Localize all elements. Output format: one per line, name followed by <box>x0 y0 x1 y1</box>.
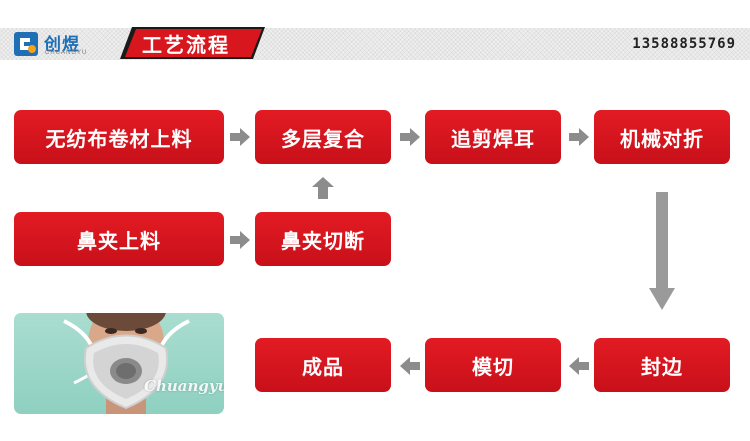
page-title-tag: 工艺流程 <box>120 25 265 61</box>
arrow-right-icon <box>230 128 250 146</box>
mask-illustration <box>63 313 190 414</box>
arrow-left-icon <box>569 357 589 375</box>
step-ear-welding: 追剪焊耳 <box>425 110 561 164</box>
logo-subtext: CHUANGYU <box>45 50 88 56</box>
step-edge-sealing: 封边 <box>594 338 730 392</box>
photo-watermark: Chuangyu <box>144 377 224 395</box>
logo-text: 创煜 <box>44 35 80 55</box>
step-nonwoven-feeding: 无纺布卷材上料 <box>14 110 224 164</box>
step-finished-product: 成品 <box>255 338 391 392</box>
step-nose-clip-cutting: 鼻夹切断 <box>255 212 391 266</box>
step-mechanical-folding: 机械对折 <box>594 110 730 164</box>
step-nose-clip-feeding: 鼻夹上料 <box>14 212 224 266</box>
arrow-up-icon <box>312 177 334 199</box>
arrow-right-icon <box>400 128 420 146</box>
phone-number: 13588855769 <box>632 36 736 52</box>
arrow-down-icon <box>649 192 675 310</box>
logo: 创煜 CHUANGYU <box>14 30 124 58</box>
logo-mark-icon <box>14 32 38 56</box>
step-multilayer-lamination: 多层复合 <box>255 110 391 164</box>
arrow-left-icon <box>400 357 420 375</box>
title-tag-shape <box>120 27 265 59</box>
arrow-right-icon <box>569 128 589 146</box>
step-die-cutting: 模切 <box>425 338 561 392</box>
page-title: 工艺流程 <box>142 33 230 57</box>
mask-product-photo: Chuangyu <box>14 313 224 414</box>
arrow-right-icon <box>230 231 250 249</box>
